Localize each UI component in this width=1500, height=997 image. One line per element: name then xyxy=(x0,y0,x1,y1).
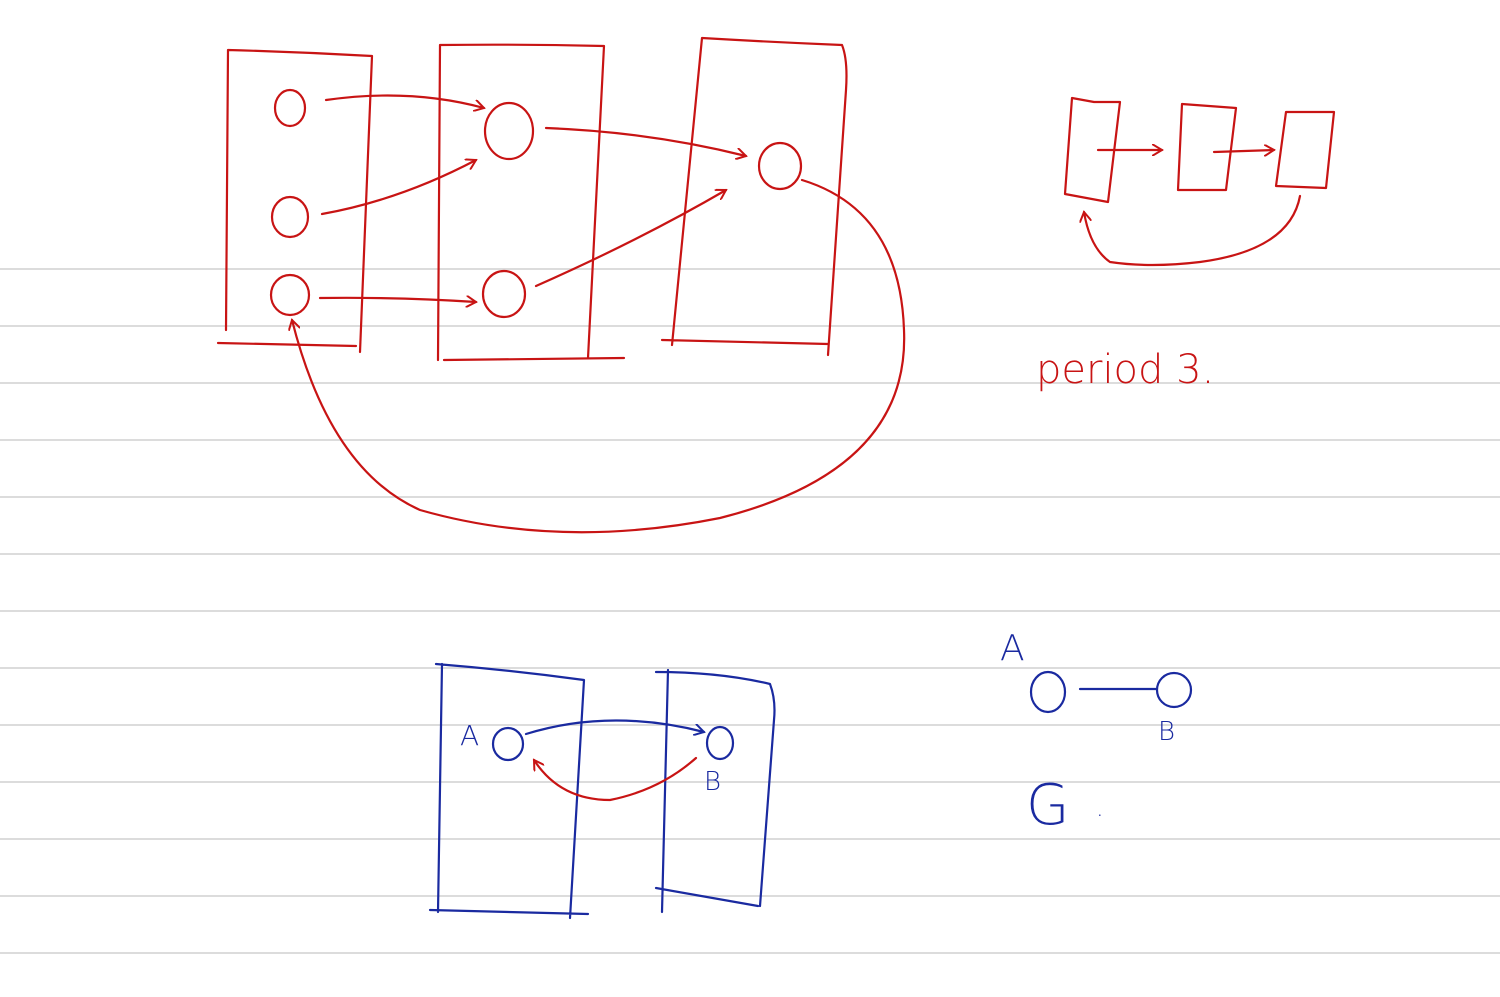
red-small-box-2 xyxy=(1176,102,1238,192)
red-node-1c xyxy=(269,273,311,317)
red-arrow-1a-2a xyxy=(324,94,484,109)
red-node-2b xyxy=(481,269,527,319)
red-small-box-3 xyxy=(1274,110,1336,190)
blue-label-a-left: A xyxy=(460,719,479,752)
red-node-1a xyxy=(273,88,307,128)
blue-arrow-a-b xyxy=(524,719,704,734)
red-small-cycle-diagram xyxy=(1063,96,1336,267)
blue-box-2 xyxy=(654,668,776,914)
red-node-2a xyxy=(483,101,535,161)
blue-node-a xyxy=(491,726,525,762)
red-node-1b xyxy=(270,195,310,239)
red-arrow-2b-3a xyxy=(534,190,726,288)
blue-graph-g xyxy=(1029,670,1193,714)
red-node-3a xyxy=(757,141,803,191)
red-box-1 xyxy=(216,48,374,354)
red-small-arrow-3-1 xyxy=(1084,194,1302,267)
graph-name-dot: . xyxy=(1096,794,1104,822)
graph-name-label: G xyxy=(1026,773,1069,838)
red-arrow-1c-2b xyxy=(318,298,476,302)
red-box-3 xyxy=(660,36,848,357)
blue-g-node-b xyxy=(1155,671,1193,709)
blue-bipartite-diagram xyxy=(428,662,776,920)
red-arrow-1b-2a xyxy=(320,160,476,216)
blue-node-b xyxy=(705,725,735,761)
blue-g-label-a: A xyxy=(1000,628,1025,669)
blue-g-label-b: B xyxy=(1158,717,1175,747)
period-label: period 3. xyxy=(1036,347,1214,393)
red-cyclic-classes-diagram xyxy=(216,36,906,534)
blue-g-node-a xyxy=(1029,670,1067,714)
blue-label-b-left: B xyxy=(704,767,721,797)
red-arrow-3a-1c xyxy=(292,178,906,534)
ruled-lines xyxy=(0,268,1500,954)
red-arrow-2a-3a xyxy=(544,126,746,156)
red-small-box-1 xyxy=(1063,96,1122,204)
red-arrow-b-a xyxy=(532,756,698,802)
red-small-arrow-2-3 xyxy=(1212,150,1274,152)
blue-box-1 xyxy=(428,662,590,920)
red-box-2 xyxy=(436,43,626,362)
